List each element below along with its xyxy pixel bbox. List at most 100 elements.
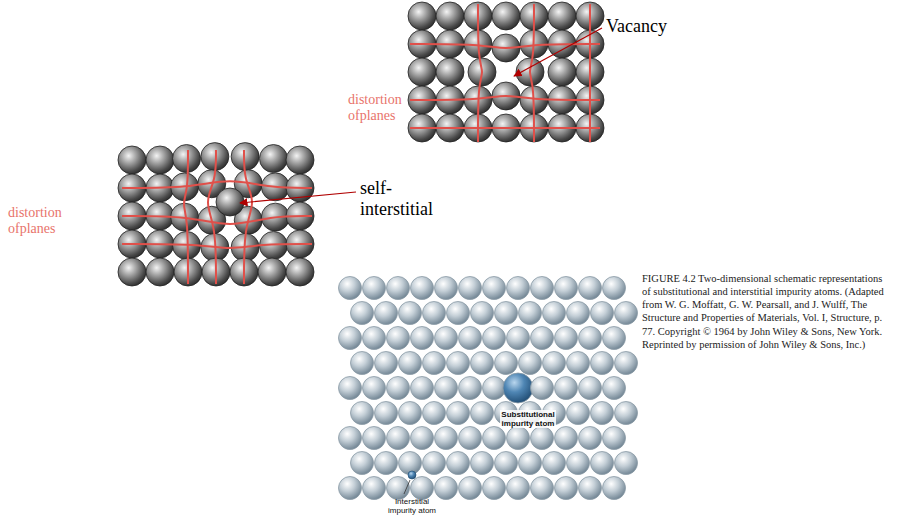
atom — [447, 402, 470, 425]
atom — [567, 302, 590, 325]
atom — [567, 402, 590, 425]
distortion-line — [410, 127, 600, 129]
atom — [591, 352, 614, 375]
atom — [118, 258, 146, 286]
atom — [555, 477, 578, 500]
atom — [483, 427, 506, 450]
atom — [447, 452, 470, 475]
atom — [471, 402, 494, 425]
atom — [495, 452, 518, 475]
atom — [423, 352, 446, 375]
atom — [411, 427, 434, 450]
atom — [543, 452, 566, 475]
atom — [423, 302, 446, 325]
atom — [579, 477, 602, 500]
atom — [471, 302, 494, 325]
atom — [339, 427, 362, 450]
distortion-label: distortion ofplanes — [348, 92, 420, 124]
distortion-line — [410, 96, 600, 100]
atom — [258, 258, 286, 286]
distortion-line — [530, 4, 534, 142]
atom — [603, 427, 626, 450]
atom — [483, 277, 506, 300]
atom — [507, 477, 530, 500]
atom — [567, 352, 590, 375]
atom — [423, 402, 446, 425]
atom — [543, 302, 566, 325]
atom — [387, 377, 410, 400]
distortion-line — [589, 4, 591, 142]
atom — [339, 377, 362, 400]
atom — [399, 402, 422, 425]
defect-label: Vacancy — [606, 16, 726, 37]
atom — [286, 146, 314, 174]
atom — [483, 477, 506, 500]
atom — [531, 427, 554, 450]
distortion-line — [122, 216, 312, 224]
atom — [435, 427, 458, 450]
atom — [146, 258, 174, 286]
atom — [459, 277, 482, 300]
atom — [363, 277, 386, 300]
atom — [603, 327, 626, 350]
atom — [567, 452, 590, 475]
distortion-line — [184, 150, 188, 284]
leader-line — [404, 480, 410, 494]
atom — [363, 327, 386, 350]
atom — [411, 327, 434, 350]
impurity-lattice — [339, 277, 638, 500]
atom — [519, 452, 542, 475]
distortion-line — [208, 150, 216, 284]
atom — [363, 477, 386, 500]
atom — [339, 477, 362, 500]
atom — [411, 477, 434, 500]
atom — [548, 58, 576, 86]
atom — [375, 452, 398, 475]
distortion-line — [122, 244, 312, 248]
atom-label: Interstitial impurity atom — [382, 497, 442, 515]
atom — [615, 302, 638, 325]
atom — [555, 377, 578, 400]
atom — [459, 477, 482, 500]
atom — [543, 352, 566, 375]
distortion-label: distortion ofplanes — [8, 205, 80, 237]
atom — [492, 2, 520, 30]
atom — [495, 352, 518, 375]
atom — [436, 58, 464, 86]
atom — [471, 352, 494, 375]
atom — [447, 302, 470, 325]
atom — [411, 277, 434, 300]
atom-label: Substitutional impurity atom — [500, 410, 556, 428]
atom — [399, 352, 422, 375]
atom — [375, 352, 398, 375]
atom — [173, 145, 201, 173]
atom — [615, 352, 638, 375]
atom — [591, 302, 614, 325]
atom — [507, 427, 530, 450]
atom — [387, 477, 410, 500]
atom — [363, 427, 386, 450]
atom — [146, 146, 174, 174]
interstitial-atom — [408, 471, 416, 479]
atom — [459, 327, 482, 350]
atom — [603, 277, 626, 300]
atom — [286, 258, 314, 286]
atom — [423, 452, 446, 475]
vacancy-lattice — [408, 2, 604, 142]
atom — [351, 402, 374, 425]
atom — [483, 327, 506, 350]
atom — [118, 146, 146, 174]
atom — [363, 377, 386, 400]
atom — [411, 377, 434, 400]
atom — [555, 277, 578, 300]
atom — [399, 452, 422, 475]
atom — [339, 327, 362, 350]
atom — [351, 452, 374, 475]
atom — [579, 377, 602, 400]
atom — [579, 277, 602, 300]
atom — [591, 402, 614, 425]
atom — [531, 477, 554, 500]
atom — [603, 377, 626, 400]
atom — [531, 277, 554, 300]
